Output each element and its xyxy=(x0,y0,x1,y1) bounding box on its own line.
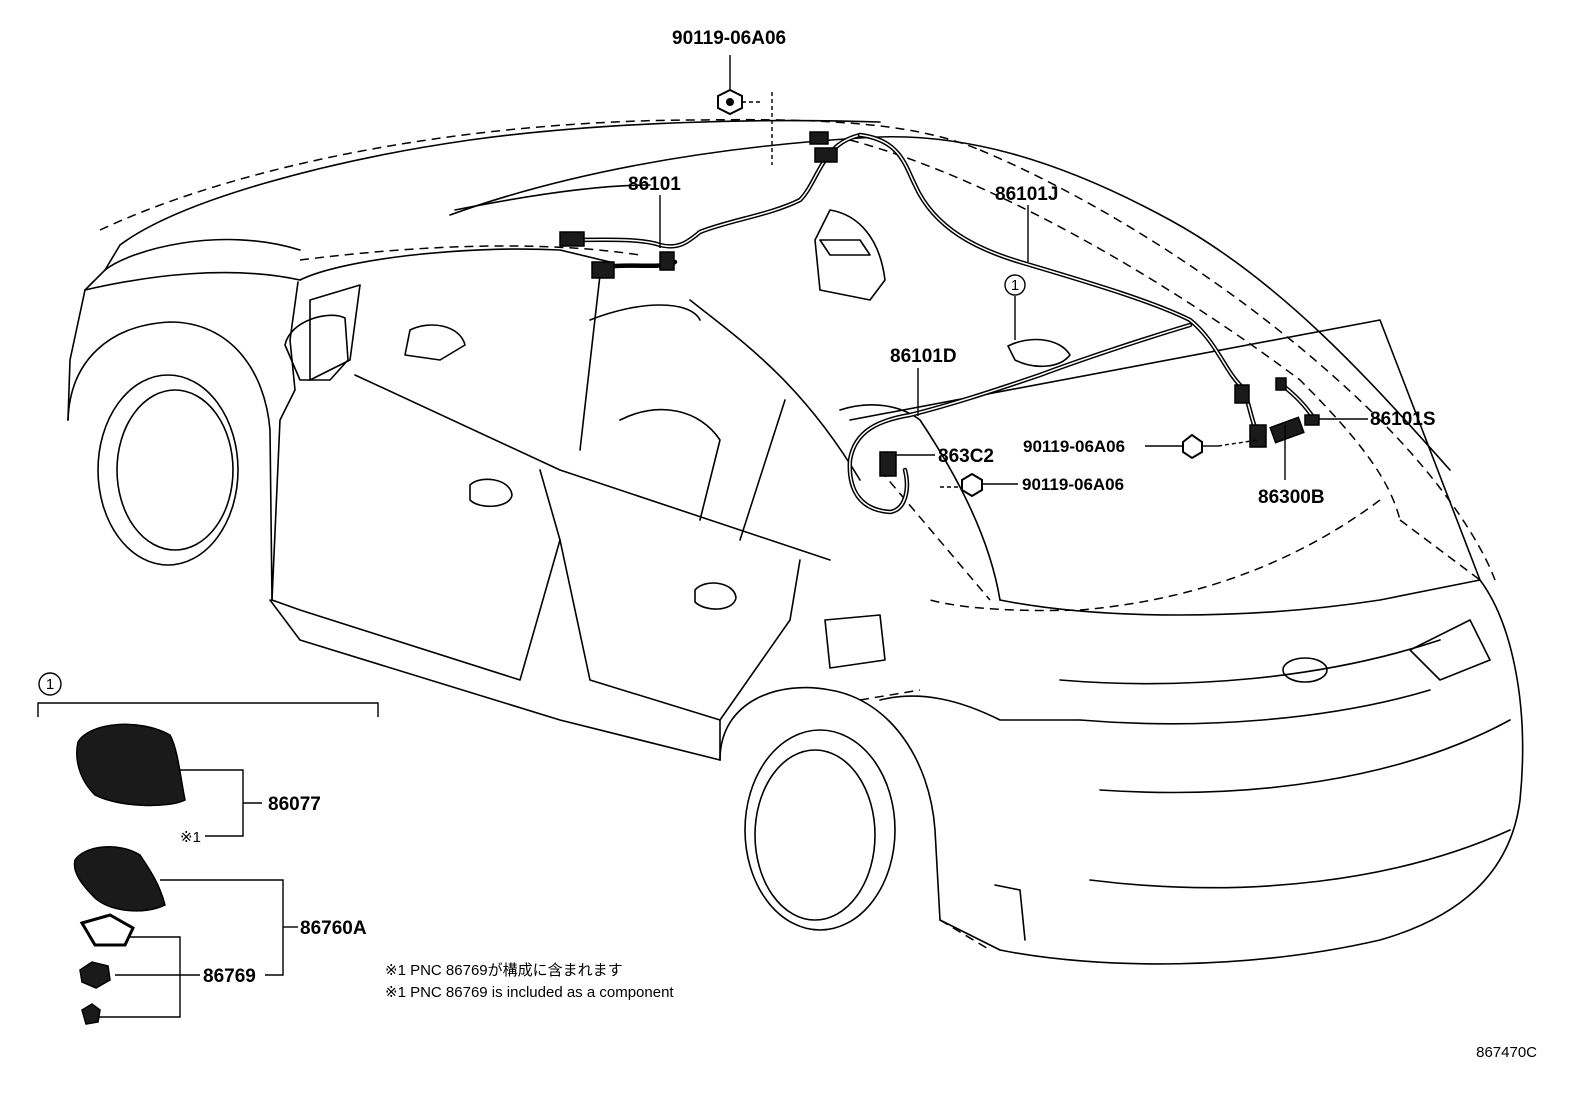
bolt-right-2 xyxy=(940,472,1018,498)
label-antenna-cover-86077: 86077 xyxy=(268,794,321,815)
label-harness-86101j: 86101J xyxy=(995,184,1058,205)
label-antenna-assy-86760a: 86760A xyxy=(300,918,367,939)
gasket-part xyxy=(79,913,135,947)
bolt-right-1 xyxy=(1145,433,1259,460)
callout-marker: 1 xyxy=(1011,277,1019,294)
hidden-lines xyxy=(99,118,1496,951)
bolt-top xyxy=(717,55,773,165)
harness-86101d xyxy=(847,322,1193,515)
harness-86101 xyxy=(559,131,863,279)
car-body-outline xyxy=(67,119,1524,965)
detail-inset: 1 86077 ※1 86760A 86769 xyxy=(37,672,379,1025)
antenna-assembly-part xyxy=(73,846,166,912)
label-antenna-amp-86300b: 86300B xyxy=(1258,487,1325,508)
note-japanese: ※1 PNC 86769が構成に含まれます xyxy=(385,962,623,979)
note-mark-1: ※1 xyxy=(180,829,201,846)
antenna-cover-part xyxy=(76,723,186,807)
label-bolt-top: 90119-06A06 xyxy=(672,28,786,49)
label-harness-86101s: 86101S xyxy=(1370,409,1436,430)
label-bolt-right-2: 90119-06A06 xyxy=(1022,475,1124,494)
label-gasket-86769: 86769 xyxy=(203,966,256,987)
label-harness-86101d: 86101D xyxy=(890,346,957,367)
leader-lines xyxy=(659,195,1368,456)
note-english: ※1 PNC 86769 is included as a component xyxy=(385,984,674,1001)
roof-antenna-marker: 1 xyxy=(1004,274,1071,368)
nut-part xyxy=(79,961,111,989)
harness-86101j xyxy=(857,132,1267,448)
reference-code: 867470C xyxy=(1476,1044,1537,1061)
antenna-amplifier-86300b xyxy=(1269,416,1305,480)
harness-86101s xyxy=(1275,377,1320,426)
detail-callout-marker: 1 xyxy=(46,676,54,693)
label-bracket-863c2: 863C2 xyxy=(938,446,994,467)
label-harness-86101: 86101 xyxy=(628,174,681,195)
label-bolt-right-1: 90119-06A06 xyxy=(1023,437,1125,456)
screw-part xyxy=(81,1003,101,1025)
